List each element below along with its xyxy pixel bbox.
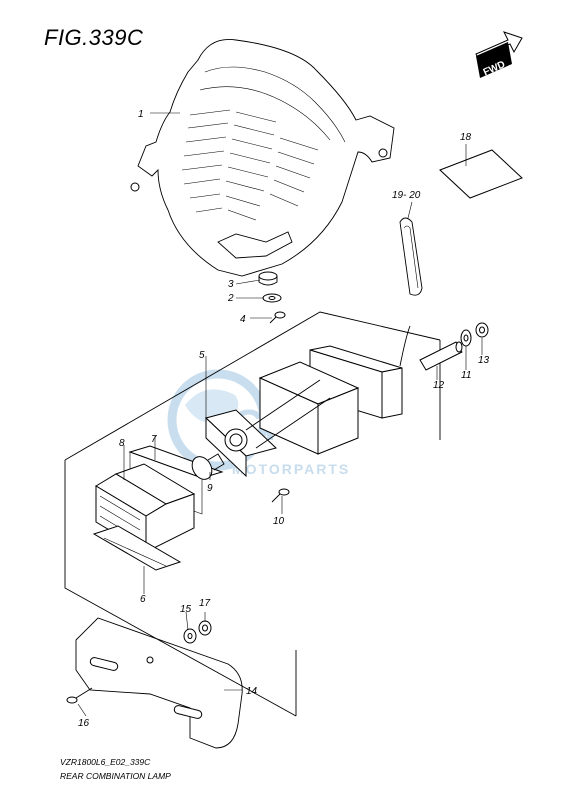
screw-part-4 <box>269 311 286 324</box>
callout-5: 5 <box>199 350 205 361</box>
callout-16: 16 <box>78 718 90 729</box>
nut-part-17 <box>198 620 212 636</box>
callout-9: 9 <box>207 483 213 494</box>
reflector-part <box>92 525 182 571</box>
callout-18: 18 <box>460 132 472 143</box>
callout-12: 12 <box>433 380 445 391</box>
washer-part <box>262 293 282 303</box>
collar-part <box>419 341 463 371</box>
socket-plate-part <box>205 379 331 478</box>
bracket-part <box>75 617 243 749</box>
callout-15: 15 <box>180 604 192 615</box>
callout-labels: 1 2 3 4 5 6 7 8 9 10 11 12 13 14 15 16 1… <box>78 109 490 729</box>
callout-2: 2 <box>227 293 234 304</box>
callout-17: 17 <box>199 598 211 609</box>
nut-part-13 <box>475 322 489 338</box>
callout-8: 8 <box>119 438 125 449</box>
bulb-part <box>191 453 225 480</box>
fwd-arrow-icon: FWD <box>475 31 523 78</box>
grommet-part <box>258 271 278 286</box>
screw-part-10 <box>271 488 290 503</box>
lamp-housing-part <box>130 38 395 277</box>
callout-10: 10 <box>273 516 285 527</box>
washer-part-15 <box>183 628 197 644</box>
figure-name: REAR COMBINATION LAMP <box>60 771 171 781</box>
assembly-box <box>64 311 441 717</box>
clamp-part <box>399 217 423 296</box>
leader-lines <box>77 112 483 717</box>
watermark-subtext: MOTORPARTS <box>232 461 350 477</box>
callout-19-20: 19- 20 <box>392 190 421 201</box>
callout-11: 11 <box>461 370 471 381</box>
callout-14: 14 <box>246 686 258 697</box>
callout-7: 7 <box>151 434 157 445</box>
figure-code: VZR1800L6_E02_339C <box>60 757 151 767</box>
screw-part-16 <box>66 687 93 704</box>
callout-6: 6 <box>140 594 146 605</box>
callout-4: 4 <box>240 314 246 325</box>
sheet-part <box>439 149 523 199</box>
lamp-base-part <box>258 325 411 455</box>
callout-3: 3 <box>228 279 234 290</box>
figure-title: FIG.339C <box>44 25 144 50</box>
callout-1: 1 <box>138 109 144 120</box>
washer-part-11 <box>460 329 472 347</box>
callout-13: 13 <box>478 355 490 366</box>
